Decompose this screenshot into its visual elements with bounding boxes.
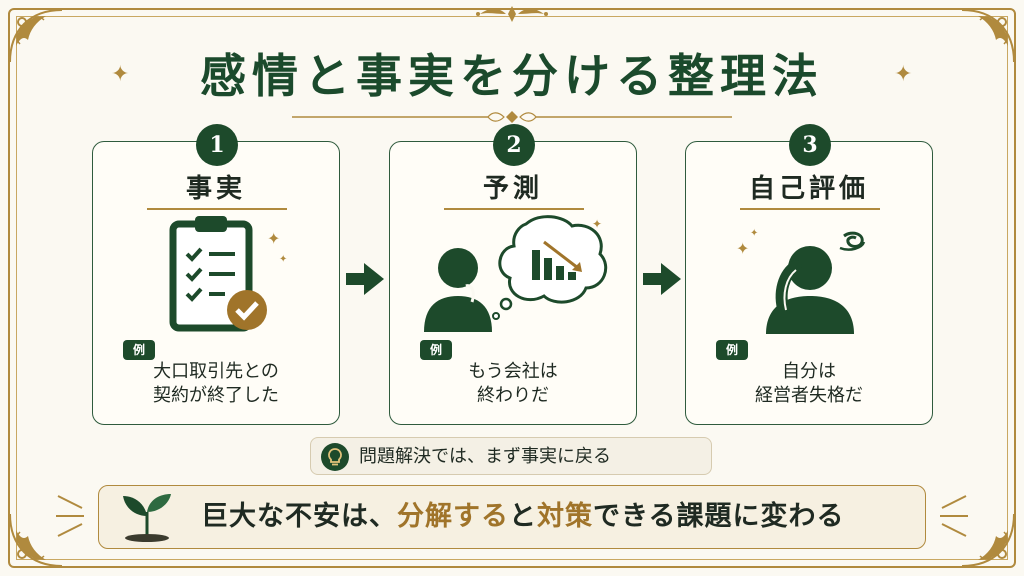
- page-title: 感情と事実を分ける整理法: [200, 49, 824, 103]
- step-title-divider: [740, 208, 880, 210]
- step-card-self-evaluation: 3 自己評価 ✦ ✦ 例 自分は 経営者失格だ: [685, 124, 933, 425]
- sparkle-icon: ✦: [894, 62, 913, 87]
- step-title: 予測: [482, 174, 543, 204]
- sprout-icon: [123, 494, 171, 542]
- step-number-badge: 2: [493, 124, 535, 166]
- rays-left-icon: [56, 495, 84, 537]
- step-card-prediction: 2 予測 ✦ 例 もう会社は 終わりだ: [389, 124, 637, 425]
- example-badge: 例: [716, 340, 748, 360]
- step-number-badge: 3: [789, 124, 831, 166]
- svg-text:✦: ✦: [592, 217, 602, 231]
- thinking-person-chart-icon: ✦: [424, 215, 608, 332]
- highlight-countermeasure: 対策: [537, 501, 593, 532]
- distressed-person-icon: ✦ ✦: [736, 228, 866, 334]
- tip-note: 問題解決では、まず事実に戻る: [310, 437, 712, 475]
- conclusion-banner: 巨大な不安は、分解すると対策できる課題に変わる: [98, 485, 926, 549]
- svg-text:✦: ✦: [279, 254, 287, 265]
- example-text: 自分は 経営者失格だ: [755, 361, 863, 406]
- tip-note-text: 問題解決では、まず事実に戻る: [359, 446, 611, 467]
- step-title: 自己評価: [748, 174, 869, 204]
- arrow-right-icon: [346, 263, 384, 295]
- corner-ornament-icon: [961, 9, 1015, 63]
- clipboard-check-icon: ✦ ✦: [169, 216, 287, 332]
- top-ornament-icon: [476, 6, 548, 22]
- highlight-decompose: 分解する: [397, 501, 509, 532]
- step-title-divider: [444, 208, 584, 210]
- example-badge: 例: [123, 340, 155, 360]
- step-title-divider: [147, 208, 287, 210]
- corner-ornament-icon: [961, 513, 1015, 567]
- rays-right-icon: [940, 495, 968, 537]
- sparkle-icon: ✦: [111, 62, 130, 87]
- example-text: 大口取引先との 契約が終了した: [153, 361, 279, 406]
- arrow-right-icon: [643, 263, 681, 295]
- svg-text:✦: ✦: [750, 228, 758, 239]
- lightbulb-icon: [321, 443, 349, 471]
- step-number-badge: 1: [196, 124, 238, 166]
- example-text: もう会社は 終わりだ: [468, 361, 558, 406]
- title-divider-icon: [292, 111, 732, 123]
- svg-text:✦: ✦: [736, 239, 749, 258]
- example-badge: 例: [420, 340, 452, 360]
- conclusion-text: 巨大な不安は、分解すると対策できる課題に変わる: [201, 501, 845, 532]
- corner-ornament-icon: [9, 9, 63, 63]
- step-card-fact: 1 事実 ✦ ✦ 例 大口取引先との 契約が終了した: [92, 124, 340, 425]
- corner-ornament-icon: [9, 513, 63, 567]
- step-title: 事実: [185, 174, 246, 204]
- svg-text:✦: ✦: [267, 229, 280, 248]
